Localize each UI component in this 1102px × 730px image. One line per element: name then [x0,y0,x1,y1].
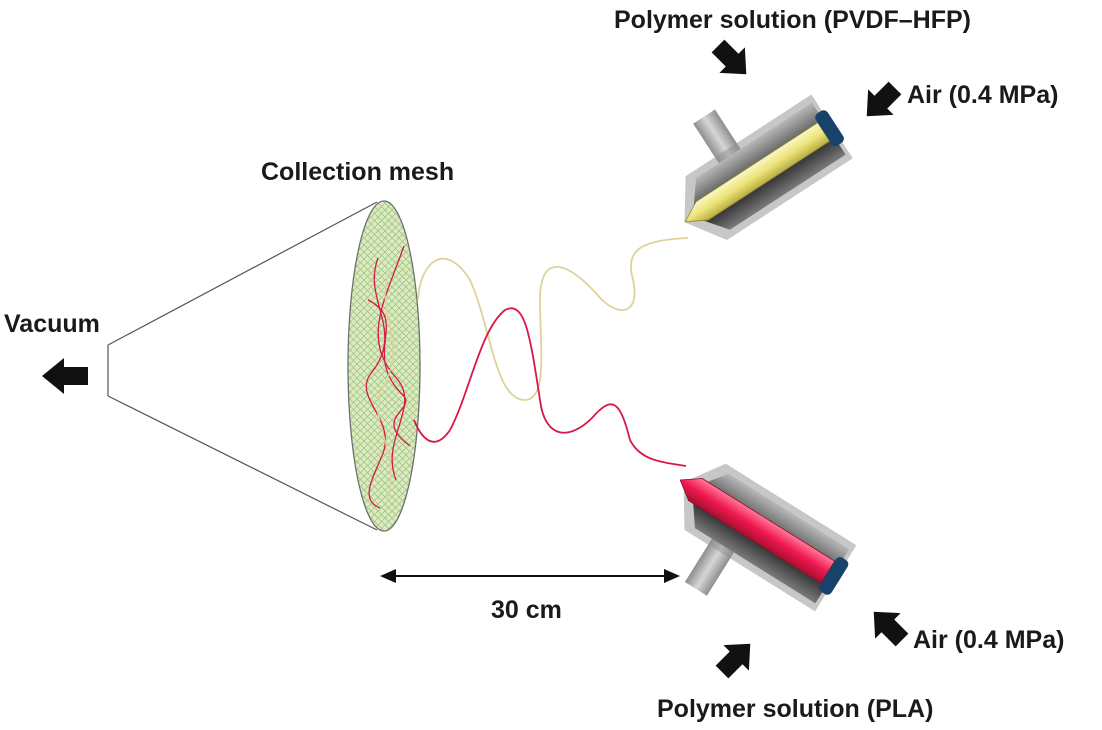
pla-solution-core [679,478,836,584]
vacuum-cone [107,201,378,531]
vacuum-arrow-icon [42,358,88,394]
air-inlet-arrow-bottom-icon [873,611,909,647]
air-pressure-top-label: Air (0.4 MPa) [907,81,1059,109]
collection-mesh [347,200,421,532]
distance-label: 30 cm [491,596,562,624]
nozzle-pla [679,463,857,612]
polymer-solution-pvdf-label: Polymer solution (PVDF–HFP) [614,6,971,34]
air-pressure-bottom-label: Air (0.4 MPa) [913,626,1065,654]
distance-arrow [380,569,680,583]
vacuum-label: Vacuum [4,310,100,338]
collection-mesh-label: Collection mesh [261,158,455,186]
polymer-inlet-arrow-bottom-icon [715,643,751,679]
collected-fibers [365,245,411,509]
air-inlet-arrow-top-icon [866,81,902,117]
nozzle-cap-top [815,110,844,146]
polymer-solution-pla-label: Polymer solution (PLA) [657,695,934,723]
pvdf-solution-core [684,122,831,223]
pla-fiber-jet [413,307,687,467]
nozzle-pvdf-hfp [684,94,853,240]
nozzle-cap-bottom [819,557,849,595]
pvdf-fiber-jet [417,237,689,401]
polymer-inlet-arrow-top-icon [711,39,747,75]
fiber-jets [413,237,689,467]
